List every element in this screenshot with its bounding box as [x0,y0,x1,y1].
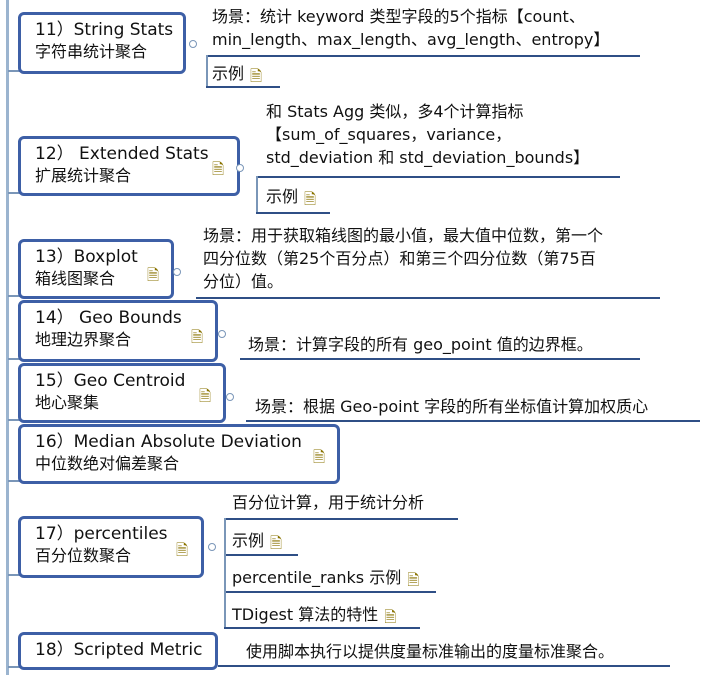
collapse-knob-icon[interactable] [218,330,226,338]
topic-title: 17）percentiles [35,524,168,544]
leaf-topic[interactable]: 场景：根据 Geo-point 字段的所有坐标值计算加权质心 [255,395,648,418]
collapse-knob-icon[interactable] [173,268,181,276]
spine-branch [8,192,20,194]
collapse-knob-icon[interactable] [189,40,197,48]
main-spine [6,0,9,675]
topic-subtitle: 中位数绝对偏差聚合 [35,454,180,473]
leaf-text: 场景：根据 Geo-point 字段的所有坐标值计算加权质心 [255,397,649,416]
leaf-topic[interactable]: 使用脚本执行以提供度量标准输出的度量标准聚合。 [246,640,614,663]
leaf-topic[interactable]: 和 Stats Agg 类似，多4个计算指标【sum_of_squares，va… [266,100,589,169]
topic-node[interactable]: 15）Geo Centroid 地心聚集 [18,363,226,423]
leaf-topic[interactable]: 场景：计算字段的所有 geo_point 值的边界框。 [248,333,593,356]
note-icon[interactable] [176,543,188,557]
leaf-connector [224,518,226,627]
leaf-topic[interactable]: 百分位计算，用于统计分析 [232,491,424,514]
topic-node[interactable]: 11）String Stats 字符串统计聚合 [18,12,186,74]
note-icon[interactable] [212,162,224,176]
topic-subtitle: 字符串统计聚合 [35,42,148,61]
leaf-underline [246,420,700,422]
collapse-knob-icon[interactable] [208,543,216,551]
topic-node[interactable]: 16）Median Absolute Deviation 中位数绝对偏差聚合 [18,424,340,484]
leaf-text: 示例 [266,185,316,208]
leaf-underline [224,627,420,629]
topic-node[interactable]: 18）Scripted Metric [18,632,218,670]
spine-branch [8,666,20,668]
leaf-underline [206,55,640,57]
leaf-text: min_length、max_length、avg_length、entropy… [212,30,610,49]
leaf-underline [240,358,640,360]
topic-title: 11）String Stats [35,20,174,40]
leaf-topic[interactable]: 示例 [232,529,282,552]
leaf-text: 示例 [232,529,282,552]
leaf-underline [256,176,620,178]
leaf-underline [256,212,330,214]
leaf-underline [224,554,298,556]
note-icon[interactable] [384,608,396,626]
leaf-text: 百分位计算，用于统计分析 [232,493,425,512]
leaf-underline [224,518,458,520]
leaf-text: 场景：用于获取箱线图的最小值，最大值中位数，第一个 [203,226,604,245]
note-icon[interactable] [407,571,419,589]
topic-node[interactable]: 17）percentiles 百分位数聚合 [18,516,204,578]
leaf-text: 场景：统计 keyword 类型字段的5个指标【count、 [212,7,585,26]
leaf-text: 场景：计算字段的所有 geo_point 值的边界框。 [248,335,593,354]
leaf-underline [196,297,660,299]
topic-title: 12） Extended Stats [35,144,209,164]
collapse-knob-icon[interactable] [236,164,244,172]
leaf-underline [224,591,436,593]
leaf-text: 【sum_of_squares，variance， [266,125,512,144]
topic-title: 18）Scripted Metric [35,640,203,660]
leaf-text: std_deviation 和 std_deviation_bounds】 [266,148,590,167]
leaf-text: 使用脚本执行以提供度量标准输出的度量标准聚合。 [246,642,615,661]
note-icon[interactable] [270,534,282,552]
topic-node[interactable]: 12） Extended Stats 扩展统计聚合 [18,136,240,196]
topic-subtitle: 地心聚集 [35,393,100,412]
spine-branch [8,358,20,360]
topic-title: 15）Geo Centroid [35,371,186,391]
note-icon[interactable] [304,190,316,208]
topic-subtitle: 扩展统计聚合 [35,166,132,185]
leaf-underline [218,665,670,667]
topic-subtitle: 百分位数聚合 [35,546,132,565]
leaf-underline [206,86,280,88]
leaf-text: 和 Stats Agg 类似，多4个计算指标 [266,102,524,121]
note-icon[interactable] [199,389,211,403]
leaf-connector [206,55,208,86]
leaf-text: TDigest 算法的特性 [232,603,396,626]
topic-node[interactable]: 14） Geo Bounds 地理边界聚合 [18,300,218,362]
note-icon[interactable] [250,67,262,85]
leaf-topic[interactable]: 示例 [266,185,316,208]
spine-branch [8,480,20,482]
leaf-text: 分位）值。 [203,272,284,291]
spine-branch [8,419,20,421]
leaf-text: percentile_ranks 示例 [232,566,419,589]
spine-branch [8,70,20,72]
note-icon[interactable] [313,450,325,464]
leaf-text: 四分位数（第25个百分点）和第三个四分位数（第75百 [203,249,596,268]
spine-branch [8,574,20,576]
topic-subtitle: 箱线图聚合 [35,269,116,288]
topic-title: 14） Geo Bounds [35,308,182,328]
note-icon[interactable] [191,330,203,344]
leaf-text: 示例 [212,62,262,85]
leaf-topic[interactable]: 示例 [212,62,262,85]
spine-branch [8,295,20,297]
topic-title: 16）Median Absolute Deviation [35,432,302,452]
topic-title: 13）Boxplot [35,247,138,267]
leaf-topic[interactable]: percentile_ranks 示例 [232,566,419,589]
leaf-topic[interactable]: 场景：用于获取箱线图的最小值，最大值中位数，第一个四分位数（第25个百分点）和第… [203,224,603,293]
topic-subtitle: 地理边界聚合 [35,330,132,349]
leaf-topic[interactable]: 场景：统计 keyword 类型字段的5个指标【count、 min_length… [212,5,609,51]
leaf-topic[interactable]: TDigest 算法的特性 [232,603,396,626]
leaf-connector [256,176,258,212]
note-icon[interactable] [147,268,159,282]
collapse-knob-icon[interactable] [226,393,234,401]
